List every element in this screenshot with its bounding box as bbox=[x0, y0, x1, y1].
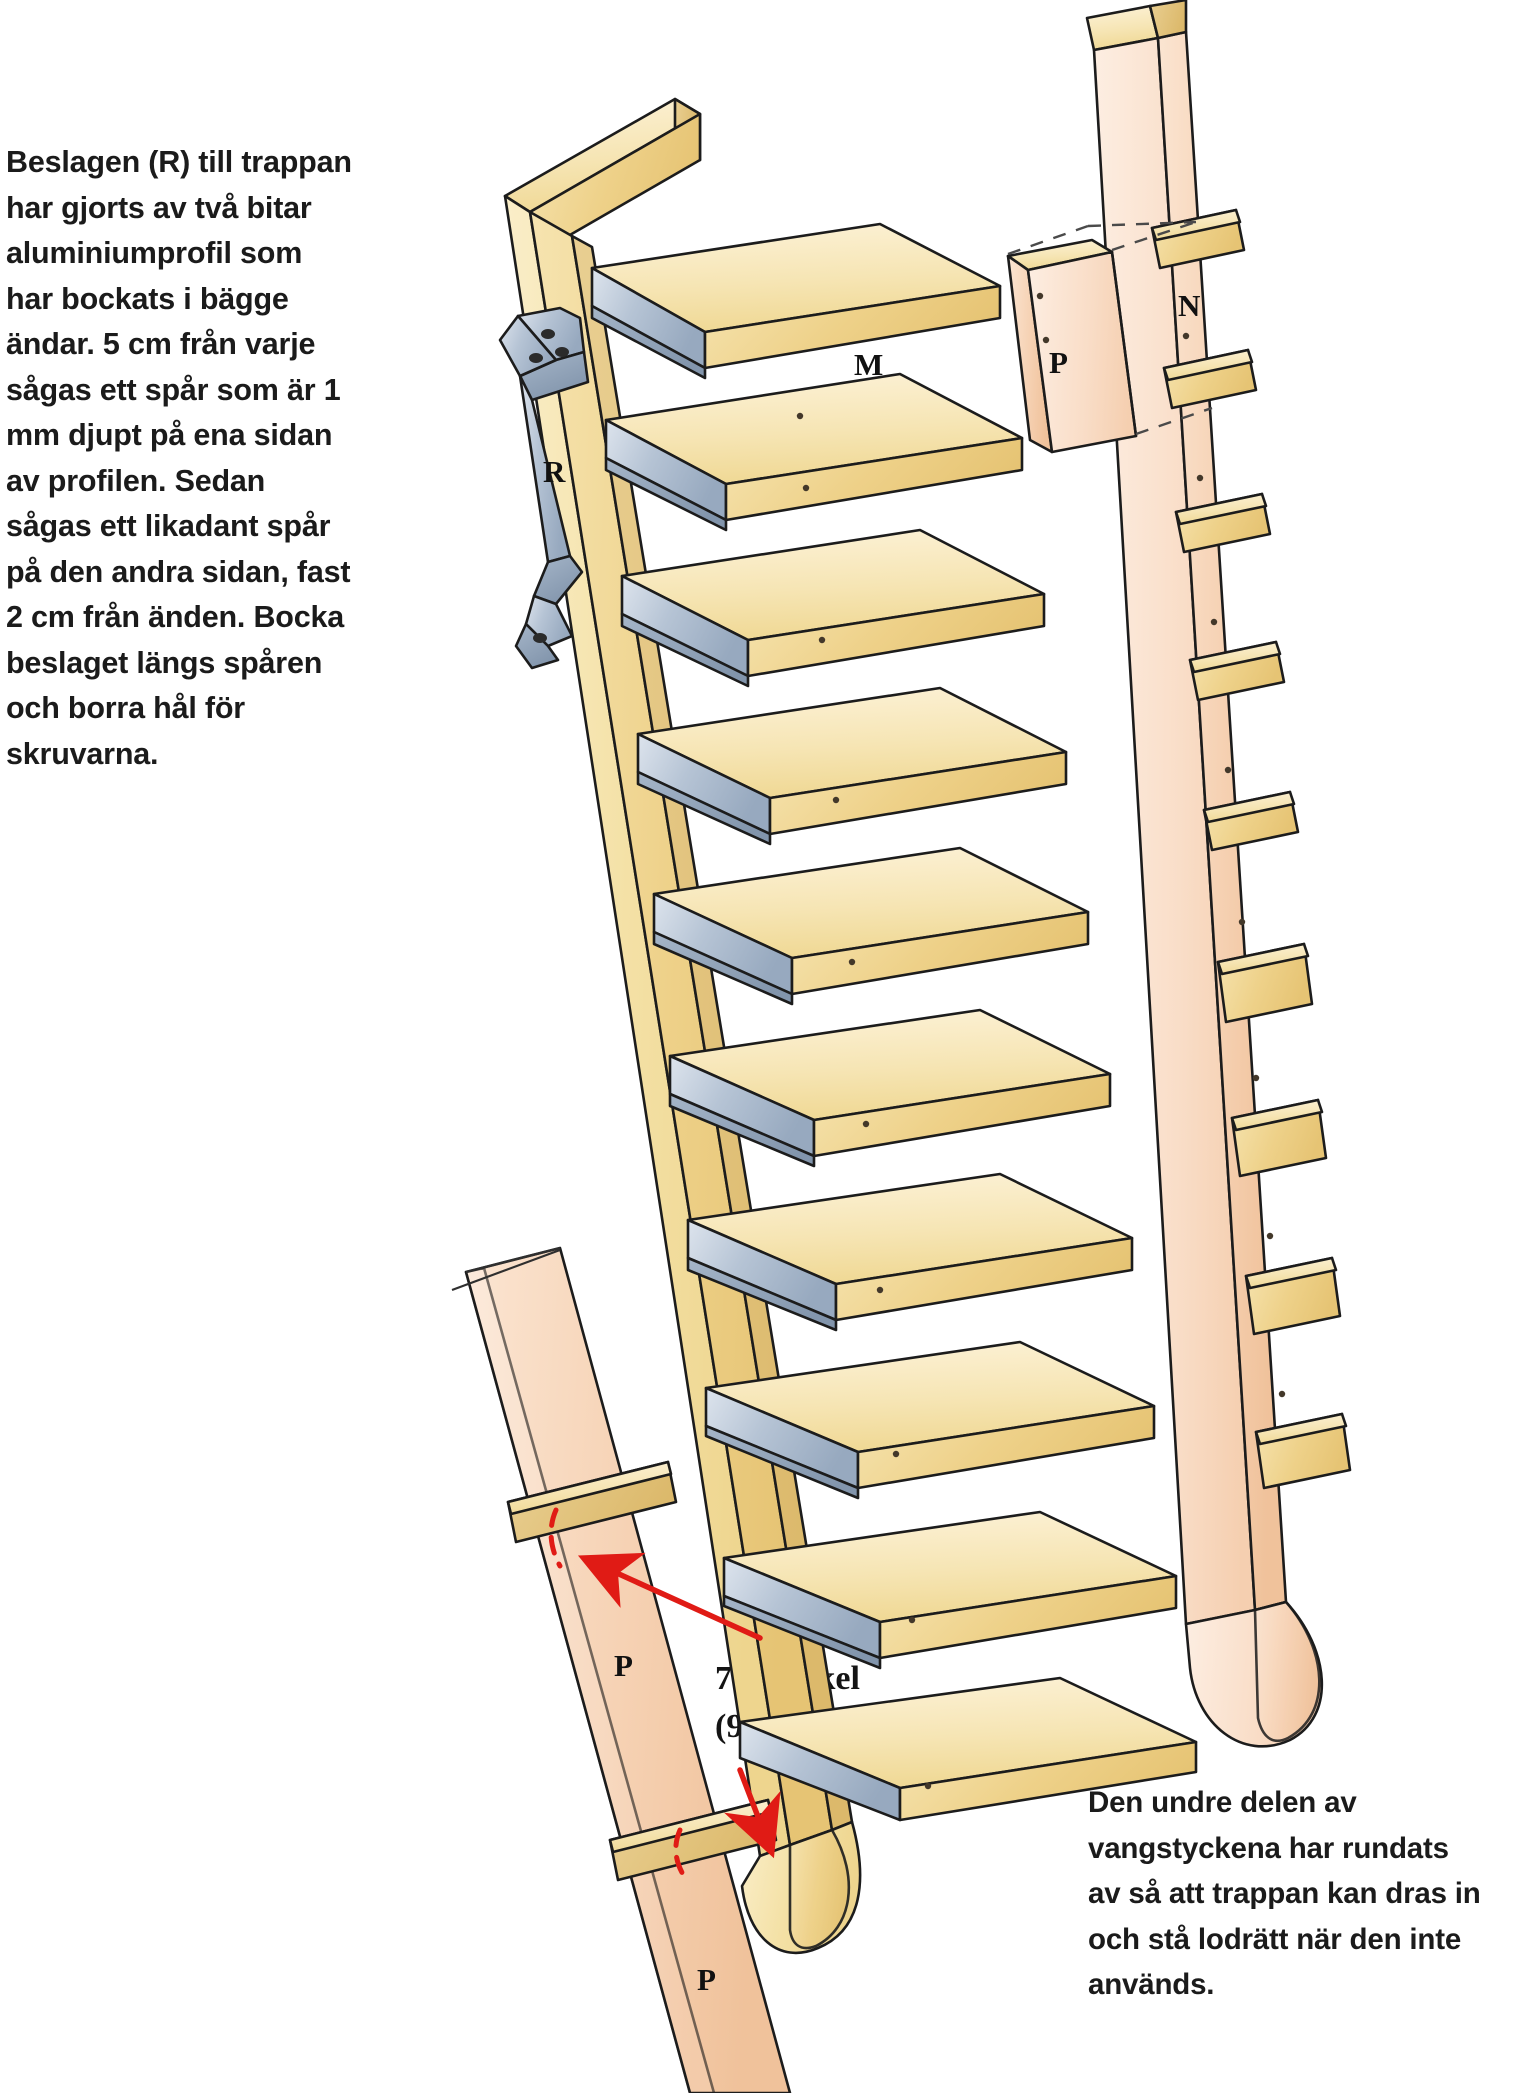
construction-dashed-lines bbox=[1007, 220, 1213, 436]
part-label-P-mid: P bbox=[614, 1648, 633, 1683]
intro-text-block: Beslagen (R) till trappan har gjorts av … bbox=[6, 145, 352, 771]
angle-marker-lines bbox=[548, 1507, 691, 1885]
part-label-R: R bbox=[543, 454, 566, 489]
angle-annotation-line1: 75° vinkel bbox=[715, 1660, 860, 1697]
bottom-note-text-block: Den undre delen av vangstyckena har rund… bbox=[1088, 1786, 1481, 2001]
angle-annotation-line2: (90-15) bbox=[715, 1708, 817, 1745]
angle-annotation: 75° vinkel (90-15) bbox=[715, 1655, 945, 1751]
part-label-M: M bbox=[854, 347, 884, 382]
part-label-P-lower: P bbox=[697, 1962, 716, 1997]
part-label-N: N bbox=[1178, 288, 1201, 323]
part-label-P-upper: P bbox=[1049, 345, 1068, 380]
